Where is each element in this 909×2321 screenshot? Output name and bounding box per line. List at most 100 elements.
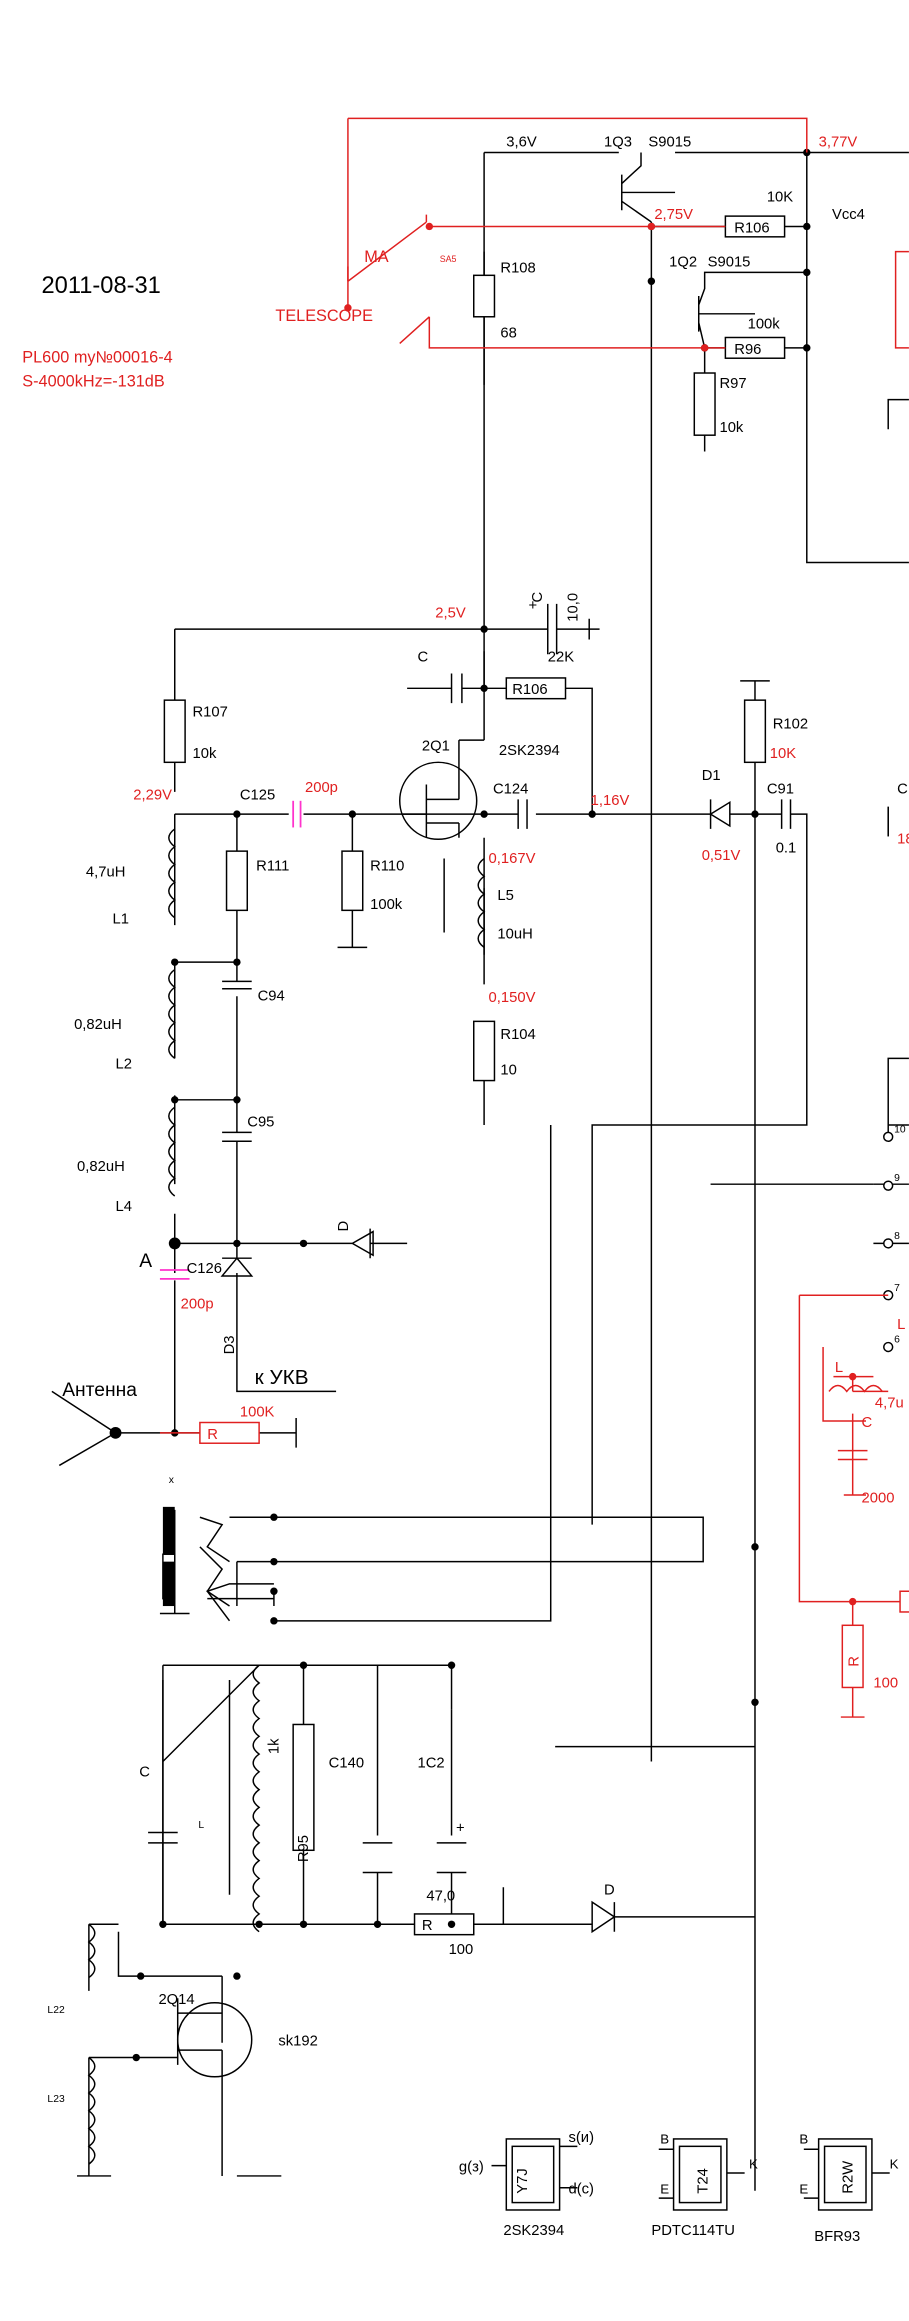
package-marking: R2W	[841, 2161, 857, 2194]
component-value: 10K	[770, 746, 796, 762]
package-pin-label: E	[660, 2182, 669, 2197]
switch-label: SA5	[440, 254, 457, 264]
component-value: 10K	[767, 189, 793, 205]
resistor-label: R106	[512, 682, 547, 698]
transistor-label: 2Q14	[158, 1992, 194, 2008]
capacitor-label: C	[530, 591, 546, 602]
resistor-label: R96	[734, 342, 761, 358]
black-labels: 3,6V 1Q3 S9015 10K R106 Vcc4 R108 68 1Q2…	[47, 135, 908, 2246]
capacitor-label: C124	[493, 781, 528, 797]
component-value: 200p	[181, 1297, 214, 1313]
capacitors	[148, 806, 889, 1844]
transistor-label: 2Q1	[422, 738, 450, 754]
component-value: 4,7uH	[86, 864, 126, 880]
jack-label: x	[169, 1475, 175, 1486]
component-value: 2000	[862, 1490, 895, 1506]
red-labels: 3,77V 2,75V MA SA5 TELESCOPE 2,5V 2,29V …	[133, 135, 909, 1692]
capacitor-label: 1C2	[417, 1755, 444, 1771]
note-line-2: S-4000kHz=-131dB	[22, 372, 164, 390]
pin-label: 10	[894, 1124, 906, 1135]
inductor-label: L23	[47, 2094, 65, 2105]
resistor-label: R	[422, 1918, 433, 1934]
package-pin-label: K	[749, 2157, 758, 2172]
inductor-label: L	[198, 1820, 204, 1831]
package-name: 2SK2394	[503, 2223, 564, 2239]
antenna-label: Антенна	[62, 1380, 137, 1401]
transistor-type-label: S9015	[708, 254, 751, 270]
red-resistors	[199, 1421, 909, 1689]
component-value: 0,82uH	[74, 1017, 122, 1033]
junction-dots	[109, 148, 811, 2062]
component-value: 100	[449, 1942, 474, 1958]
resistor-label: R106	[734, 220, 769, 236]
component-value: 10	[500, 1063, 516, 1079]
resistor-label: R108	[500, 260, 535, 276]
transistor-type-label: sk192	[278, 2034, 317, 2050]
diode-label: D1	[702, 768, 721, 784]
component-value: 1k	[266, 1738, 282, 1754]
voltage-label: 0,150V	[489, 990, 536, 1006]
supply-label: Vcc4	[832, 207, 865, 223]
transistor-type-label: 2SK2394	[499, 743, 560, 759]
pin-label: 8	[894, 1231, 900, 1242]
package-pin-label: K	[890, 2157, 899, 2172]
output-label: к УКВ	[255, 1366, 309, 1389]
capacitor-label: C125	[240, 787, 275, 803]
component-value: 100k	[748, 317, 781, 333]
magenta-capacitors	[159, 800, 302, 1280]
capacitor-label: +	[529, 598, 538, 614]
diodes	[220, 1257, 254, 1277]
inductor-label: L	[835, 1360, 843, 1376]
component-value: 4,7u	[875, 1396, 904, 1412]
capacitor-label: C140	[329, 1755, 364, 1771]
jack-bars	[162, 1506, 176, 1607]
package-pin-label: g(з)	[459, 2159, 484, 2175]
capacitor-label: C	[417, 650, 428, 666]
resistor-label: R	[207, 1427, 218, 1443]
resistor-label: R111	[256, 858, 289, 874]
capacitor-label: C95	[247, 1114, 274, 1130]
component-value: 0.1	[776, 841, 797, 857]
package-name: PDTC114TU	[651, 2223, 735, 2239]
connector-pins	[883, 1131, 894, 1353]
resistor-label: R95	[296, 1835, 312, 1862]
package-pin-label: d(c)	[568, 2182, 594, 2198]
diode-label: D3	[222, 1335, 238, 1354]
capacitor-label: C91	[767, 781, 794, 797]
inductor-label: L1	[113, 912, 129, 928]
capacitor-label: C	[139, 1764, 150, 1780]
voltage-label: 3,77V	[819, 135, 858, 151]
voltage-label: 0,51V	[702, 848, 741, 864]
switch-label: MA	[364, 248, 389, 266]
voltage-label: 2,75V	[654, 207, 693, 223]
package-marking: T24	[696, 2168, 712, 2194]
package-marking: Y7J	[515, 2168, 531, 2194]
date-label: 2011-08-31	[42, 273, 161, 299]
switch-label: TELESCOPE	[275, 307, 373, 325]
voltage-label: 1,16V	[591, 793, 630, 809]
capacitor-label: C	[897, 781, 908, 797]
resistor-label: R110	[370, 858, 404, 874]
resistors	[163, 215, 786, 1936]
component-value: 18	[897, 832, 909, 848]
package-name: BFR93	[814, 2229, 860, 2245]
component-value: 10k	[192, 746, 216, 762]
capacitor-label: C126	[187, 1261, 222, 1277]
transistor-type-label: S9015	[648, 135, 691, 151]
inductor-coils	[87, 828, 486, 2165]
capacitor-label: C94	[258, 989, 285, 1005]
component-value: 22K	[548, 650, 574, 666]
inductor-label: L22	[47, 2005, 65, 2016]
voltage-label: 0,167V	[489, 851, 536, 867]
red-dots	[344, 222, 857, 1606]
package-pin-label: s(и)	[568, 2130, 594, 2146]
voltage-label: 2,5V	[435, 605, 466, 621]
package-pin-label: B	[799, 2131, 808, 2146]
resistor-label: R	[847, 1656, 863, 1667]
resistor-label: R107	[192, 704, 227, 720]
component-value: 10uH	[497, 926, 532, 942]
component-value: 10k	[719, 420, 743, 436]
component-value: 100	[873, 1675, 898, 1691]
package-pin-label: E	[799, 2182, 808, 2197]
